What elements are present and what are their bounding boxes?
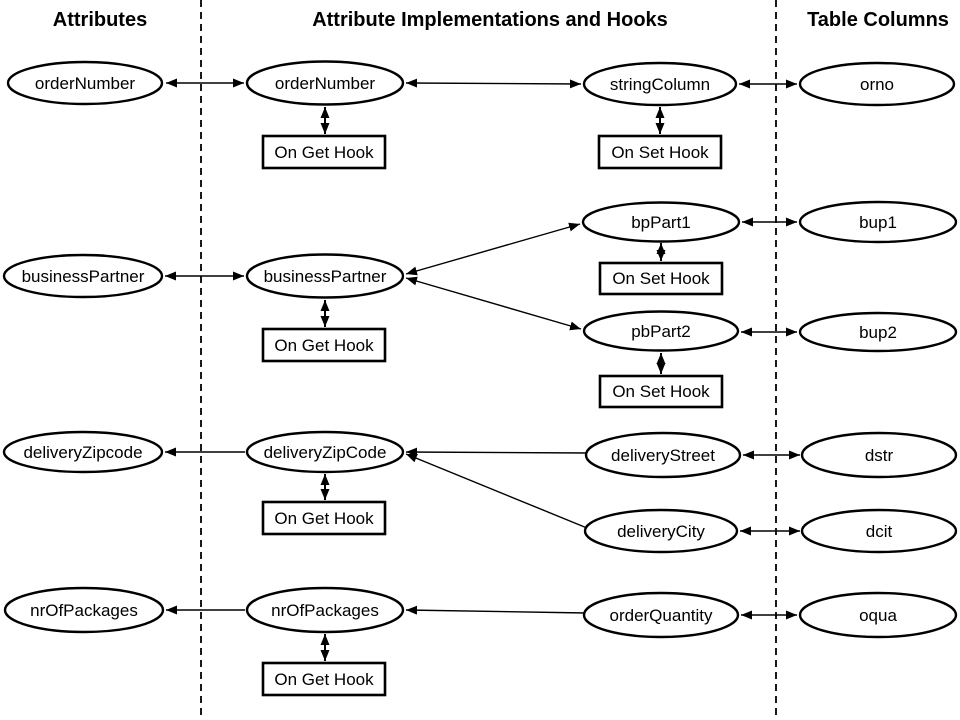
ongethook-businesspartner-label: On Get Hook (274, 336, 374, 355)
attr-businesspartner-node (2, 253, 164, 299)
impl-bppart1-label: bpPart1 (631, 213, 691, 232)
onsethook-pbpart2-box (598, 374, 724, 409)
ongethook-ordernumber-box (261, 134, 387, 170)
edge-deliverystreet-impl-deliveryzipcode (405, 447, 589, 457)
impl-deliverystreet-label: deliveryStreet (611, 446, 715, 465)
col-orno-node (798, 61, 956, 107)
impl-deliverystreet-node (584, 431, 742, 479)
impl-pbpart2-label: pbPart2 (631, 322, 691, 341)
col-bup2-node (798, 311, 958, 353)
impl-orderquantity-node (582, 591, 740, 639)
edge-impl-businesspartner-bppart1 (405, 222, 581, 276)
ongethook-ordernumber-label: On Get Hook (274, 143, 374, 162)
ongethook-nrofpackages-label: On Get Hook (274, 670, 374, 689)
col-dstr-label: dstr (865, 446, 894, 465)
impl-stringcolumn-node (582, 61, 738, 107)
impl-ordernumber-label: orderNumber (275, 74, 375, 93)
header-implementations: Attribute Implementations and Hooks (312, 9, 668, 31)
col-bup2-label: bup2 (859, 323, 897, 342)
impl-nrofpackages-label: nrOfPackages (271, 601, 379, 620)
edge-orderquantity-impl-nrofpackages (405, 605, 587, 615)
ongethook-businesspartner-box (261, 327, 387, 363)
header-attributes: Attributes (53, 9, 147, 31)
attr-ordernumber-label: orderNumber (35, 74, 135, 93)
ongethook-deliveryzipcode-label: On Get Hook (274, 509, 374, 528)
edge-deliverycity-impl-deliveryzipcode (405, 453, 588, 529)
edge-impl-businesspartner-pbpart2 (405, 276, 582, 331)
onsethook-bppart1-label: On Set Hook (612, 269, 710, 288)
attr-nrofpackages-label: nrOfPackages (30, 601, 138, 620)
impl-deliverycity-label: deliveryCity (617, 522, 705, 541)
impl-ordernumber-node (245, 60, 405, 106)
col-oqua-label: oqua (859, 606, 897, 625)
onsethook-stringcolumn-box (597, 134, 723, 170)
col-bup1-node (798, 200, 958, 244)
impl-deliveryzipcode-label: deliveryZipCode (264, 443, 387, 462)
attr-nrofpackages-node (3, 586, 165, 634)
onsethook-bppart1-box (598, 261, 724, 296)
onsethook-stringcolumn-label: On Set Hook (611, 143, 709, 162)
attr-businesspartner-label: businessPartner (22, 267, 145, 286)
attr-ordernumber-node (6, 60, 164, 106)
ongethook-nrofpackages-box (261, 661, 387, 697)
impl-bppart1-node (581, 201, 741, 243)
impl-pbpart2-node (582, 310, 740, 352)
col-dstr-node (800, 431, 958, 479)
impl-businesspartner-label: businessPartner (264, 267, 387, 286)
col-dcit-label: dcit (866, 522, 893, 541)
col-orno-label: orno (860, 75, 894, 94)
edge-impl-ordernumber-stringcolumn (405, 78, 582, 89)
attr-deliveryzipcode-node (2, 430, 164, 474)
header-table-columns: Table Columns (807, 9, 949, 31)
impl-stringcolumn-label: stringColumn (610, 75, 710, 94)
impl-deliveryzipcode-node (245, 430, 405, 474)
impl-deliverycity-node (583, 508, 739, 554)
col-bup1-label: bup1 (859, 213, 897, 232)
impl-orderquantity-label: orderQuantity (610, 606, 713, 625)
col-oqua-node (798, 591, 958, 639)
attr-deliveryzipcode-label: deliveryZipcode (23, 443, 142, 462)
impl-nrofpackages-node (245, 586, 405, 634)
onsethook-pbpart2-label: On Set Hook (612, 382, 710, 401)
ongethook-deliveryzipcode-box (261, 500, 387, 536)
col-dcit-node (800, 508, 958, 554)
impl-businesspartner-node (245, 253, 405, 299)
